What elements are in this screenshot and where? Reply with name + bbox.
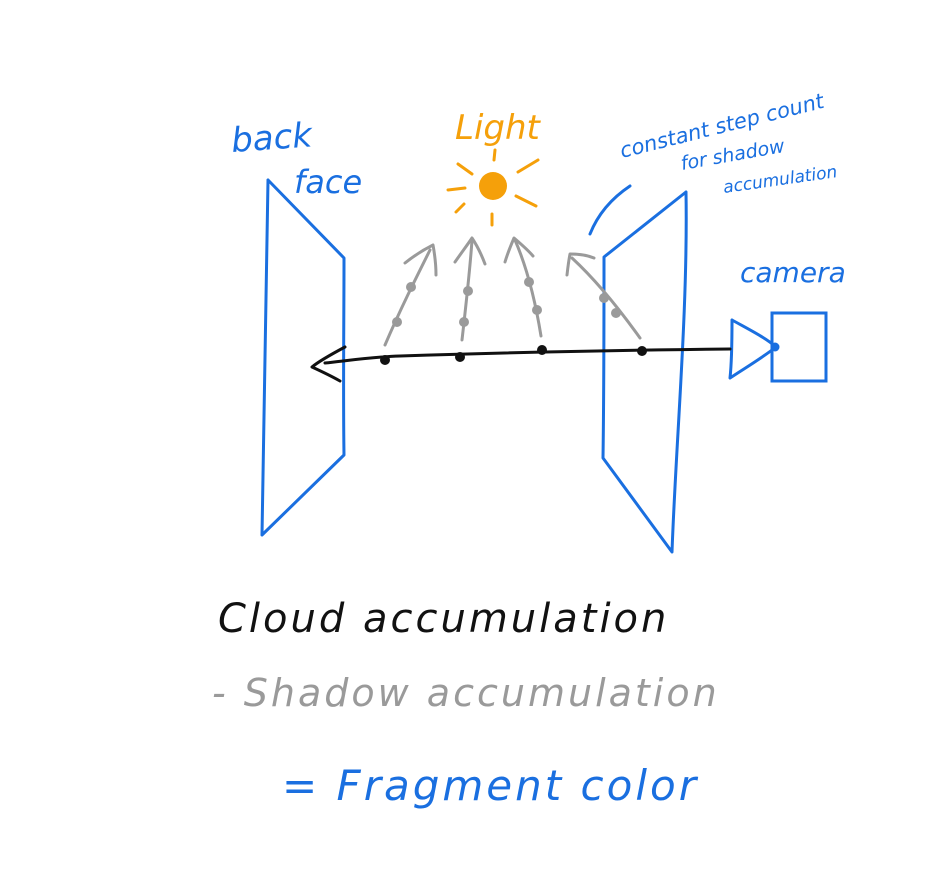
front-face-edge-mark [588, 184, 632, 236]
back-face-label-line2: face [294, 163, 362, 201]
camera-label: camera [740, 256, 846, 289]
camera-body [770, 311, 828, 383]
shadow-ray [503, 236, 543, 338]
sample-point [455, 352, 465, 362]
view-ray [323, 347, 732, 365]
step-note-line3: accumulation [722, 162, 839, 198]
equation-cloud-accumulation: Cloud accumulation [218, 596, 669, 642]
light-label: Light [455, 108, 542, 148]
sample-point [637, 346, 647, 356]
shadow-ray [453, 236, 487, 342]
sample-point [537, 345, 547, 355]
equation-shadow-accumulation: - Shadow accumulation [212, 671, 720, 715]
sample-point [380, 355, 390, 365]
shadow-ray [383, 243, 438, 347]
back-face-plane [260, 178, 346, 537]
back-face-label-line1: back [230, 115, 315, 161]
front-face-plane [601, 190, 688, 554]
camera-lens [728, 318, 778, 380]
shadow-ray [565, 252, 642, 340]
light-sun [479, 172, 507, 200]
view-ray-arrowhead [310, 345, 347, 383]
camera-eye-point [770, 342, 780, 352]
light-rays [446, 148, 540, 227]
equation-fragment-color: = Fragment color [282, 761, 699, 810]
